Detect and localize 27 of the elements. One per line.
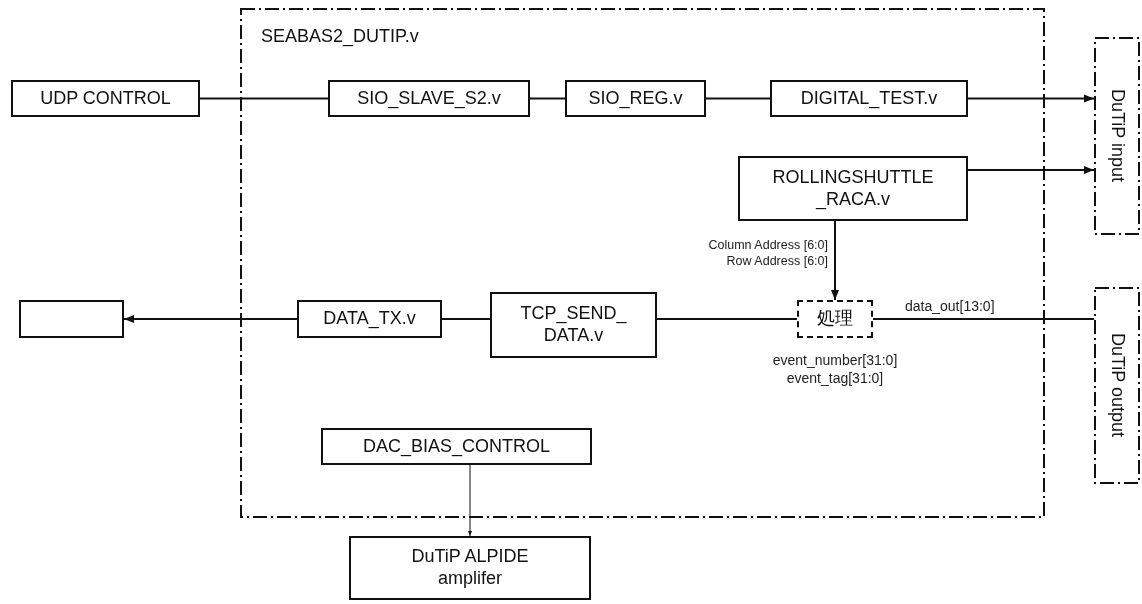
arrow bbox=[468, 464, 472, 537]
arrow bbox=[967, 166, 1095, 174]
module-box: DuTiP ALPIDE amplifer bbox=[349, 536, 591, 600]
module-box: DIGITAL_TEST.v bbox=[770, 80, 968, 117]
module-box: SIO_REG.v bbox=[565, 80, 706, 117]
port-box: DuTiP input bbox=[1094, 37, 1140, 235]
arrow bbox=[831, 220, 839, 301]
port-box: DuTiP output bbox=[1094, 287, 1140, 484]
module-frame bbox=[240, 8, 1045, 518]
connector-line bbox=[441, 318, 491, 320]
module-box: DAC_BIAS_CONTROL bbox=[321, 428, 592, 465]
connector-line bbox=[199, 97, 329, 100]
connector-line bbox=[656, 318, 798, 320]
connector-line bbox=[529, 97, 566, 100]
connector-line bbox=[705, 97, 771, 100]
module-box: ROLLINGSHUTTLE _RACA.v bbox=[738, 156, 968, 221]
box bbox=[19, 300, 124, 338]
module-box: DATA_TX.v bbox=[297, 300, 442, 338]
frame-title: SEABAS2_DUTIP.v bbox=[261, 26, 419, 48]
arrow bbox=[123, 315, 298, 323]
module-box: TCP_SEND_ DATA.v bbox=[490, 292, 657, 358]
arrow bbox=[967, 94, 1095, 103]
connector-line bbox=[872, 318, 1095, 320]
module-box: UDP CONTROL bbox=[11, 80, 200, 117]
process-box: 処理 bbox=[797, 300, 873, 338]
module-box: SIO_SLAVE_S2.v bbox=[328, 80, 530, 117]
signal-label: event_number[31:0] event_tag[31:0] bbox=[770, 352, 900, 387]
